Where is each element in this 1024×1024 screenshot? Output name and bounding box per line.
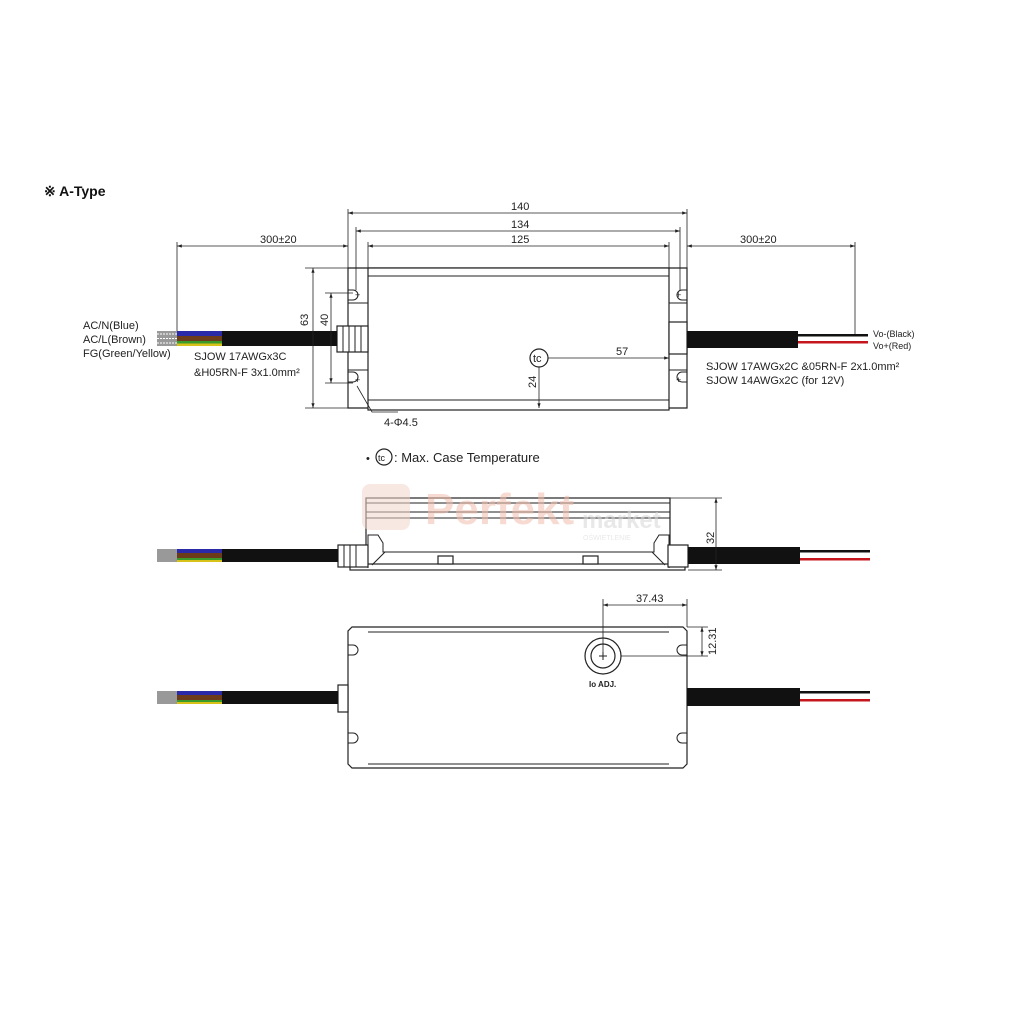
svg-text:tc: tc <box>378 453 386 463</box>
dim-right-cable: 300±20 <box>740 234 777 246</box>
svg-text:•: • <box>366 453 370 465</box>
input-cable-spec-2: &H05RN-F 3x1.0mm² <box>194 367 300 379</box>
svg-text:+: + <box>355 375 360 385</box>
dim-overall: 140 <box>511 201 529 213</box>
dim-tc-x: 57 <box>616 346 628 358</box>
dim-left-cable: 300±20 <box>260 234 297 246</box>
dim-body: 125 <box>511 234 529 246</box>
output-gland <box>668 321 688 355</box>
svg-text:+: + <box>355 290 360 300</box>
wire-label-vo-minus: Vo-(Black) <box>873 329 915 339</box>
dim-adj-y: 12.31 <box>707 627 719 655</box>
tc-legend-icon <box>375 448 393 466</box>
tc-legend: • tc : Max. Case Temperature <box>366 448 540 466</box>
dim-mount: 134 <box>511 219 529 231</box>
dim-tc-y: 24 <box>527 376 539 388</box>
svg-text:+: + <box>676 290 681 300</box>
side-view: 32 <box>157 497 870 571</box>
wire-label-l: AC/L(Brown) <box>83 334 146 346</box>
section-title: ※ A-Type <box>44 183 106 199</box>
svg-text:: Max. Case Temperature: : Max. Case Temperature <box>394 450 540 465</box>
wire-label-fg: FG(Green/Yellow) <box>83 348 171 360</box>
svg-text:tc: tc <box>533 353 542 365</box>
dim-side-height: 32 <box>705 532 717 544</box>
wire-label-n: AC/N(Blue) <box>83 320 139 332</box>
output-cable-spec-2: SJOW 14AWGx2C (for 12V) <box>706 375 844 387</box>
svg-text:+: + <box>676 375 681 385</box>
input-gland <box>336 325 369 353</box>
dim-hole-spacing: 40 <box>319 314 331 326</box>
dim-height: 63 <box>299 314 311 326</box>
dim-holes: 4-Φ4.5 <box>384 417 418 429</box>
io-adj-label: Io ADJ. <box>589 680 616 689</box>
output-cable-spec-1: SJOW 17AWGx2C &05RN-F 2x1.0mm² <box>706 361 900 373</box>
wire-label-vo-plus: Vo+(Red) <box>873 341 911 351</box>
output-cable <box>687 331 798 348</box>
input-cable-spec-1: SJOW 17AWGx3C <box>194 351 287 363</box>
top-view: + + + + 140 134 125 300±20 300±20 63 40 tc <box>83 201 915 429</box>
dim-adj-x: 37.43 <box>636 593 664 605</box>
input-cable <box>222 331 337 346</box>
bottom-view: Io ADJ. 37.43 12.31 <box>157 593 870 769</box>
